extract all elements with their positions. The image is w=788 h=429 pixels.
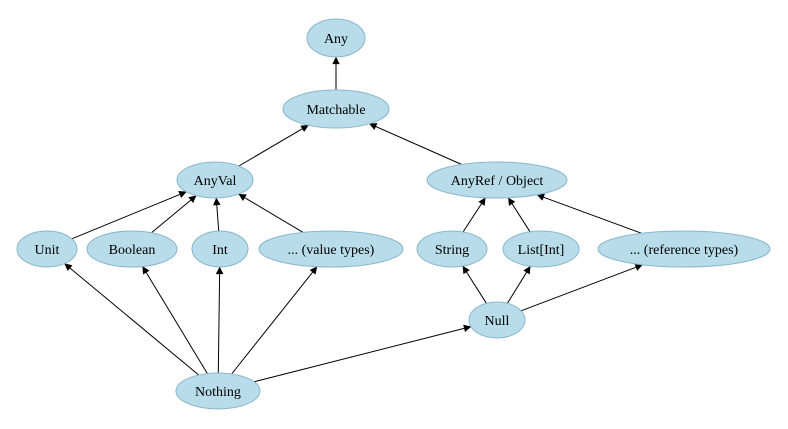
node-ellipse-any [306,18,366,58]
edge-boolean-to-anyval [151,195,197,234]
edge-null-to-list-int [506,265,531,304]
edge-nothing-to-value-types [231,266,318,375]
edge-nothing-to-null [253,324,472,383]
node-label-anyval: AnyVal [194,174,237,189]
node-label-matchable: Matchable [306,103,365,118]
edges-layer [64,56,643,383]
node-label-value-types: ... (value types) [288,243,375,258]
node-boolean: Boolean [86,230,178,268]
node-label-string: String [435,243,469,258]
node-nothing: Nothing [175,372,261,410]
edge-int-to-anyval [213,197,221,232]
node-label-nothing: Nothing [195,385,241,400]
node-ellipse-matchable [282,89,390,129]
node-ellipse-nothing [175,372,261,410]
node-label-null: Null [485,314,510,329]
node-value-types: ... (value types) [258,230,404,268]
node-ellipse-reference-types [597,230,771,268]
node-list-int: List[Int] [502,230,580,268]
edge-null-to-string [462,265,487,304]
edge-reference-types-to-anyref [536,193,642,234]
node-ellipse-anyval [176,161,254,199]
edge-anyref-to-matchable [369,123,462,165]
node-ellipse-anyref [426,161,568,199]
node-ellipse-null [468,301,526,339]
node-label-anyref: AnyRef / Object [451,174,544,189]
node-label-int: Int [212,243,228,258]
node-label-reference-types: ... (reference types) [630,243,739,258]
node-anyval: AnyVal [176,161,254,199]
node-matchable: Matchable [282,89,390,129]
node-string: String [416,230,488,268]
node-null: Null [468,301,526,339]
edge-unit-to-anyval [71,191,187,240]
node-ellipse-unit [16,230,78,268]
edge-nothing-to-int [215,266,224,374]
node-label-list-int: List[Int] [518,243,565,258]
node-ellipse-int [191,230,249,268]
node-ellipse-string [416,230,488,268]
node-ellipse-value-types [258,230,404,268]
node-int: Int [191,230,249,268]
node-label-unit: Unit [35,243,60,258]
node-label-boolean: Boolean [109,243,156,258]
edge-list-int-to-anyref [507,197,531,233]
edge-nothing-to-unit [64,263,200,376]
edge-anyval-to-matchable [238,124,309,167]
node-ellipse-boolean [86,230,178,268]
edge-value-types-to-anyval [238,193,304,233]
edge-string-to-anyref [462,197,486,233]
node-unit: Unit [16,230,78,268]
node-ellipse-list-int [502,230,580,268]
edge-null-to-reference-types [520,263,643,312]
node-label-any: Any [324,32,348,47]
node-anyref: AnyRef / Object [426,161,568,199]
edge-nothing-to-boolean [142,266,208,374]
node-any: Any [306,18,366,58]
node-reference-types: ... (reference types) [597,230,771,268]
